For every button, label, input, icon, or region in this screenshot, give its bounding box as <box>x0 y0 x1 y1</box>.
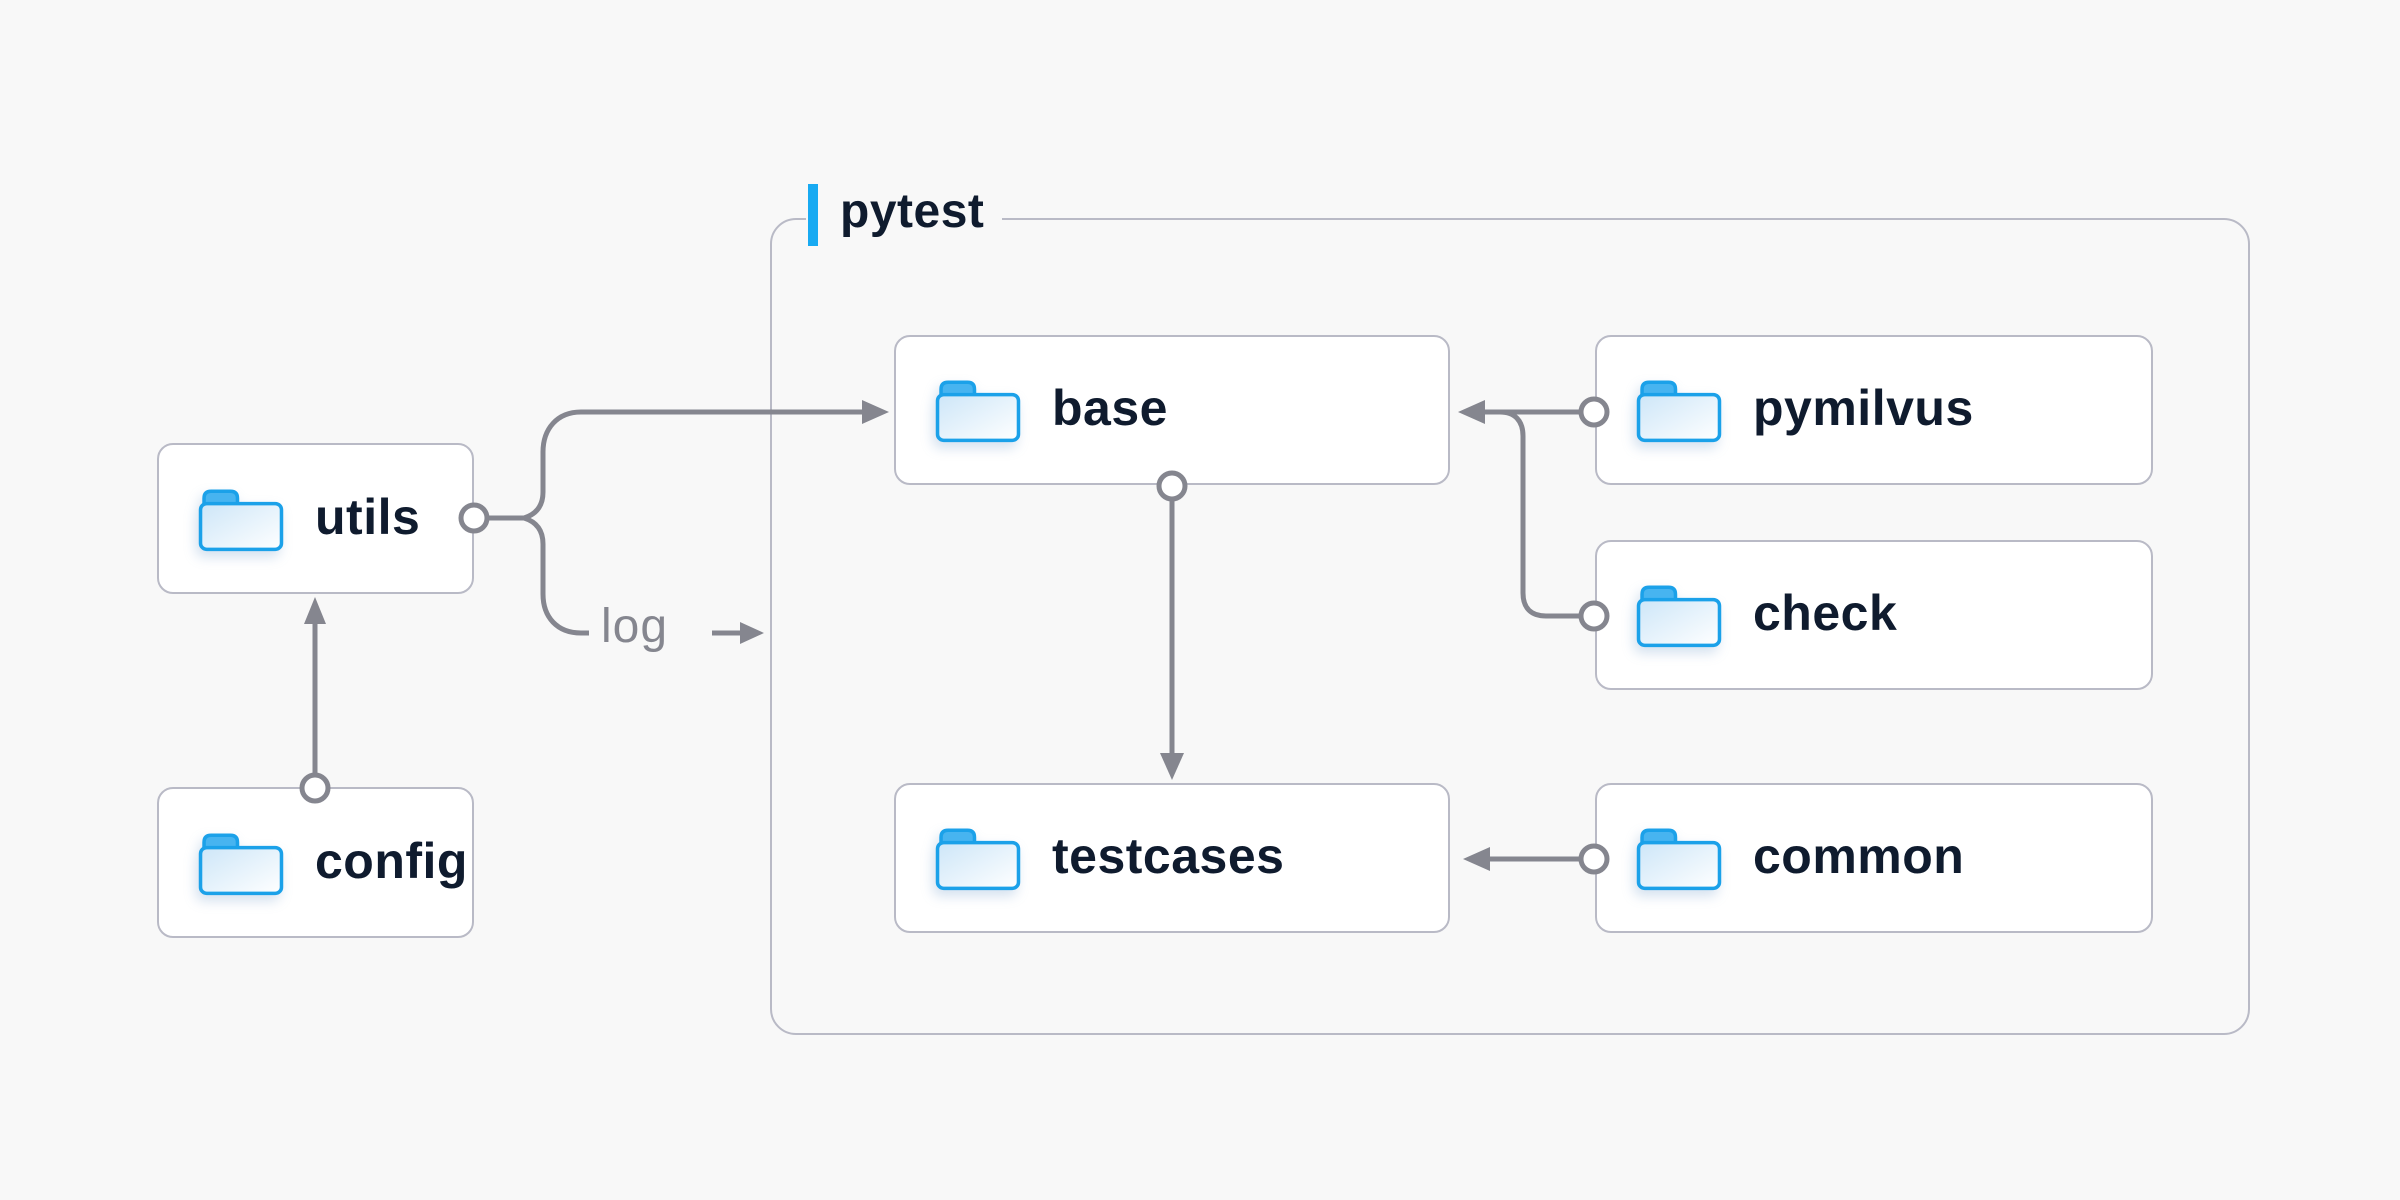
node-label: testcases <box>1052 828 1285 884</box>
node-label: common <box>1753 828 1965 884</box>
folder-icon <box>1635 824 1723 892</box>
edge-label-log: log <box>601 600 669 653</box>
folder-icon <box>197 485 285 553</box>
folder-icon <box>197 829 285 897</box>
node-config: config <box>157 787 474 938</box>
node-base: base <box>894 335 1450 485</box>
node-label: utils <box>315 488 421 545</box>
node-utils: utils <box>157 443 474 594</box>
folder-icon <box>1635 581 1723 649</box>
folder-icon <box>1635 376 1723 444</box>
group-title: pytest <box>840 185 985 238</box>
folder-icon <box>934 824 1022 892</box>
folder-icon <box>934 376 1022 444</box>
edge-utils-log <box>488 515 589 636</box>
pytest-group-container <box>770 218 2250 1035</box>
arrowhead-right <box>740 622 764 644</box>
pytest-group-label: pytest <box>806 183 1003 247</box>
node-check: check <box>1595 540 2153 690</box>
node-label: config <box>315 832 468 889</box>
node-label: pymilvus <box>1753 380 1974 436</box>
arrowhead-up <box>304 597 326 624</box>
node-label: base <box>1052 380 1168 436</box>
accent-bar <box>808 184 818 246</box>
node-testcases: testcases <box>894 783 1450 933</box>
node-label: check <box>1753 585 1898 641</box>
node-common: common <box>1595 783 2153 933</box>
node-pymilvus: pymilvus <box>1595 335 2153 485</box>
